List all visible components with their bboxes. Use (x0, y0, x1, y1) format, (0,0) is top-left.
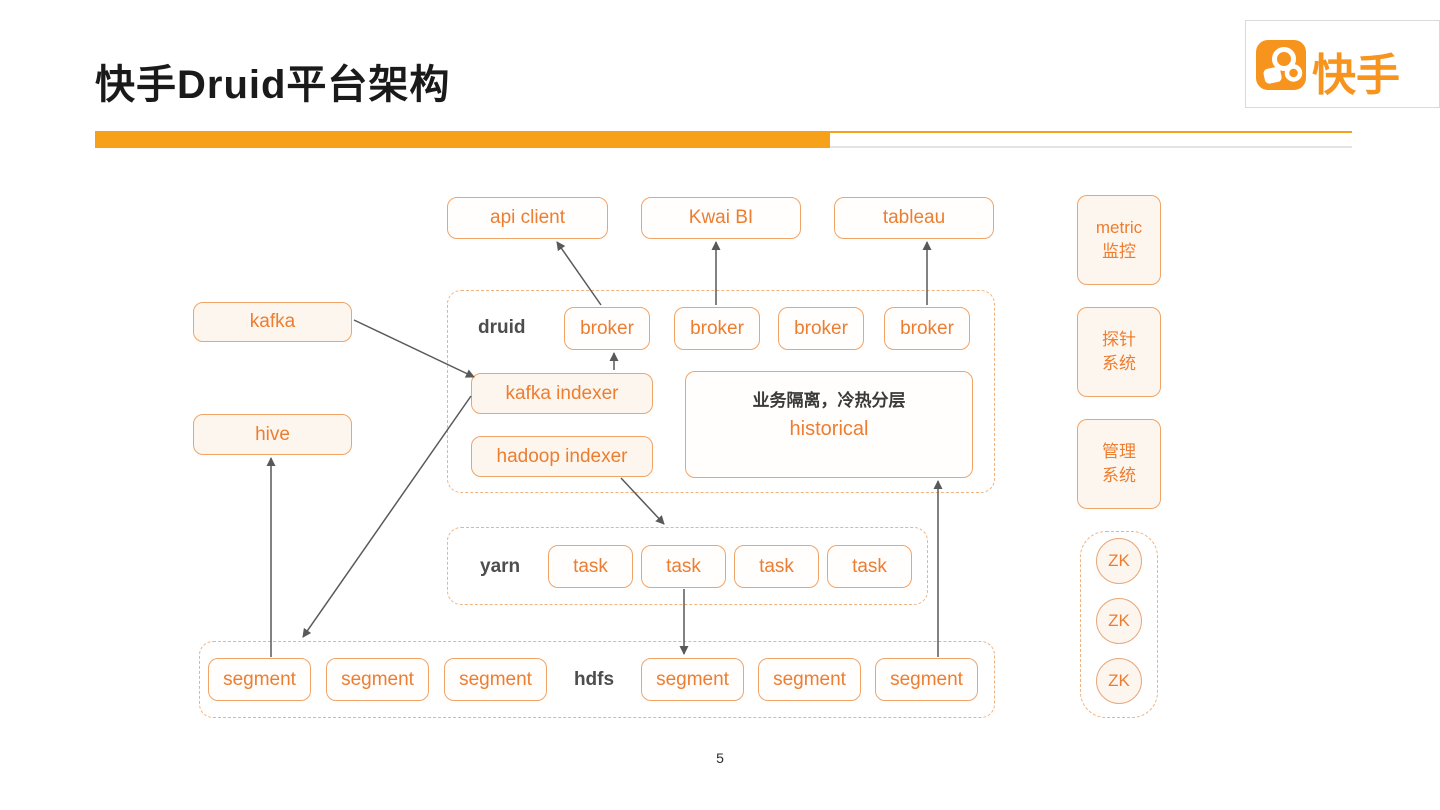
probe-system-line1: 探针 (1102, 330, 1136, 349)
node-segment-2: segment (326, 658, 429, 701)
node-tableau: tableau (834, 197, 994, 239)
node-broker-4: broker (884, 307, 970, 350)
node-zk-3: ZK (1096, 658, 1142, 704)
node-broker-1: broker (564, 307, 650, 350)
historical-note: 业务隔离，冷热分层 (752, 391, 906, 410)
admin-system-line2: 系统 (1102, 466, 1136, 485)
historical-label: historical (789, 418, 869, 440)
admin-system-line1: 管理 (1102, 442, 1136, 461)
hdfs-label: hdfs (573, 669, 615, 690)
page-number: 5 (716, 750, 724, 766)
node-broker-3: broker (778, 307, 864, 350)
node-probe-system: 探针 系统 (1077, 307, 1161, 397)
node-admin-system: 管理 系统 (1077, 419, 1161, 509)
metric-monitor-line1: metric (1095, 218, 1143, 237)
node-kafka-indexer: kafka indexer (471, 373, 653, 414)
node-segment-4: segment (641, 658, 744, 701)
node-broker-2: broker (674, 307, 760, 350)
kuaishou-logo-text: 快手 (1312, 51, 1400, 100)
node-historical: 业务隔离，冷热分层 historical (685, 371, 973, 478)
node-task-1: task (548, 545, 633, 588)
node-kafka: kafka (193, 302, 352, 342)
kuaishou-camera-icon (1256, 40, 1306, 90)
node-task-3: task (734, 545, 819, 588)
node-zk-1: ZK (1096, 538, 1142, 584)
node-zk-2: ZK (1096, 598, 1142, 644)
title-underline-fill (95, 131, 830, 148)
node-segment-6: segment (875, 658, 978, 701)
node-segment-1: segment (208, 658, 311, 701)
node-task-2: task (641, 545, 726, 588)
node-hive: hive (193, 414, 352, 455)
probe-system-line2: 系统 (1102, 354, 1136, 373)
node-api-client: api client (447, 197, 608, 239)
node-kwai-bi: Kwai BI (641, 197, 801, 239)
node-task-4: task (827, 545, 912, 588)
druid-label: druid (478, 317, 526, 338)
kuaishou-logo: 快手 (1245, 20, 1440, 108)
yarn-label: yarn (480, 556, 521, 577)
node-metric-monitor: metric 监控 (1077, 195, 1161, 285)
node-segment-3: segment (444, 658, 547, 701)
metric-monitor-line2: 监控 (1102, 242, 1136, 261)
page-title: 快手Druid平台架构 (95, 63, 451, 107)
node-segment-5: segment (758, 658, 861, 701)
node-hadoop-indexer: hadoop indexer (471, 436, 653, 477)
